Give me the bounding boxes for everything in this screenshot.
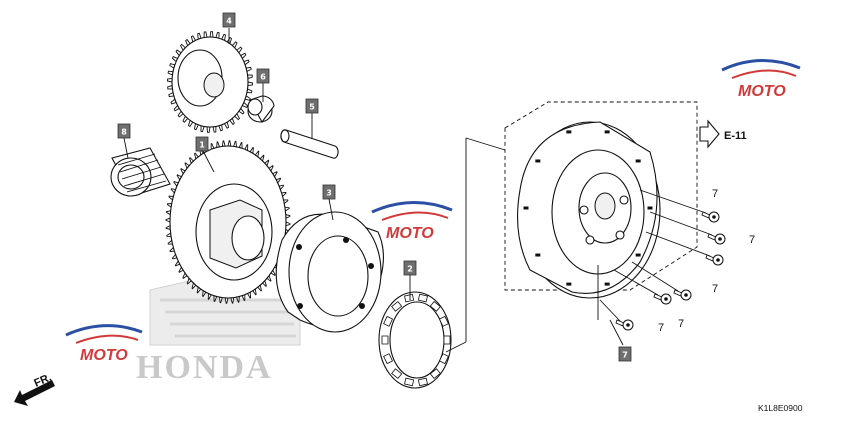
- reference-arrow-e11: E-11: [699, 119, 747, 149]
- honda-watermark: HONDA: [136, 274, 301, 386]
- callout-7: 7: [618, 346, 632, 362]
- part-3-clutch-outer: [275, 211, 384, 333]
- diagram-code: K1L8E0900: [758, 403, 803, 413]
- moto-watermark-text-3: MOTO: [80, 347, 128, 364]
- part-2-sprag-clutch: [378, 291, 452, 389]
- bolt-label-1: 7: [712, 188, 718, 200]
- svg-text:2: 2: [407, 265, 413, 274]
- callout-1: 1: [195, 136, 209, 152]
- svg-text:3: 3: [326, 189, 332, 198]
- callout-8: 8: [117, 123, 131, 139]
- moto-watermark-topright: MOTO: [721, 59, 801, 100]
- svg-text:5: 5: [309, 103, 315, 112]
- svg-text:7: 7: [622, 351, 628, 360]
- flywheel-group: [504, 101, 698, 299]
- svg-text:6: 6: [260, 73, 266, 82]
- bolt-label-2: 7: [749, 234, 755, 246]
- leader-lines: [123, 28, 624, 353]
- part-4-reduction-gear: [166, 31, 254, 133]
- svg-text:8: 8: [121, 128, 127, 137]
- bolt-label-3: 7: [712, 283, 718, 295]
- front-arrow-icon: [14, 380, 55, 406]
- callout-3: 3: [322, 184, 336, 200]
- callout-6: 6: [256, 68, 270, 84]
- moto-watermark-text-2: MOTO: [386, 225, 434, 242]
- svg-text:1: 1: [199, 141, 205, 150]
- part-8-needle-bearing: [110, 147, 171, 197]
- part-5-shaft: [280, 129, 339, 159]
- svg-text:4: 4: [226, 17, 232, 26]
- callout-4: 4: [222, 12, 236, 28]
- honda-watermark-text: HONDA: [136, 349, 273, 386]
- callout-2: 2: [403, 260, 417, 276]
- callout-5: 5: [305, 98, 319, 114]
- part-1-starter-driven-gear: [165, 140, 291, 304]
- front-direction-arrow: FR.: [14, 372, 55, 406]
- reference-label: E-11: [724, 130, 747, 142]
- moto-watermark-left: MOTO: [65, 324, 143, 364]
- bolt-label-4: 7: [678, 318, 684, 330]
- part-6-bushing: [247, 95, 275, 124]
- moto-watermark-text-1: MOTO: [738, 83, 786, 100]
- moto-watermark-center: MOTO: [371, 201, 453, 242]
- bolts-7: [599, 189, 726, 331]
- bolt-label-5: 7: [658, 322, 664, 334]
